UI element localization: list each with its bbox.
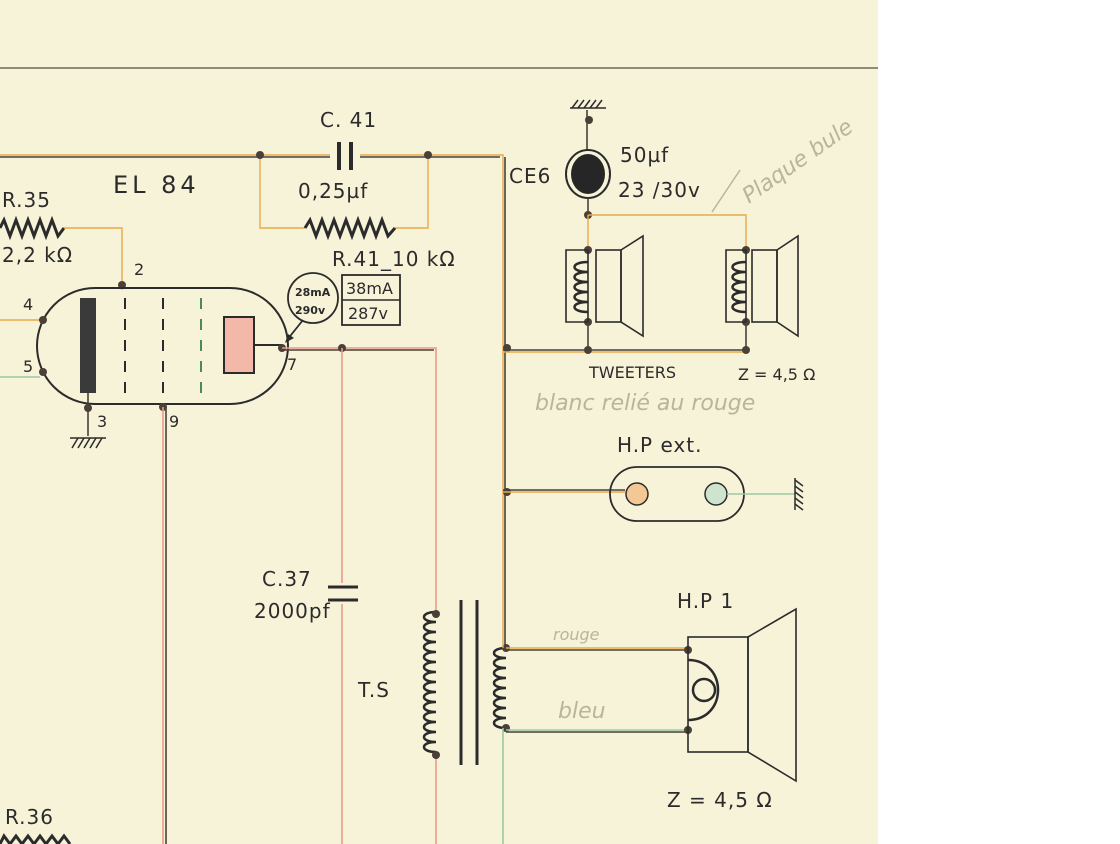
tube-pin-4: 4	[23, 295, 33, 314]
reading-b-voltage: 287v	[348, 304, 388, 323]
r36-name: R.36	[5, 805, 54, 829]
output-transformer	[422, 600, 510, 844]
tube-pin-3: 3	[97, 412, 107, 431]
reading-a-circle	[287, 272, 339, 324]
top-bus-wire	[0, 154, 500, 158]
ce6-capacitance: 50µf	[620, 143, 669, 167]
schematic-sheet: EL 84 R.35 2,2 kΩ C. 41 0,25µf R.41_10 k…	[0, 0, 878, 844]
tube-pin-5: 5	[23, 357, 33, 376]
tweeters-impedance: Z = 4,5 Ω	[738, 365, 815, 384]
ce6-voltage: 23 /30v	[618, 178, 701, 202]
ground-symbol-pin3	[70, 437, 106, 449]
reading-a-voltage: 290v	[295, 304, 326, 317]
tube-name: EL 84	[113, 171, 200, 199]
ce6-name: CE6	[509, 164, 551, 188]
tube-cathode	[80, 298, 96, 393]
c37-capacitor	[328, 585, 358, 602]
c41-name: C. 41	[320, 108, 377, 132]
tweeter-left	[565, 234, 644, 338]
tweeter-right	[725, 234, 799, 338]
circuit-diagram: EL 84 R.35 2,2 kΩ C. 41 0,25µf R.41_10 k…	[0, 67, 878, 844]
tube-pin-7: 7	[287, 355, 297, 374]
c41-value: 0,25µf	[298, 179, 368, 203]
tube-pin-9: 9	[169, 412, 179, 431]
hp1-impedance: Z = 4,5 Ω	[667, 788, 773, 812]
hp-ext-jack	[503, 466, 804, 522]
r35-resistor	[0, 215, 66, 241]
c37-value: 2000pf	[254, 599, 331, 623]
hp-ext-label: H.P ext.	[617, 433, 702, 457]
c37-name: C.37	[262, 567, 312, 591]
r36-resistor	[0, 833, 72, 844]
ce6-capacitor	[565, 99, 611, 219]
c41-r41-network	[256, 151, 432, 229]
handwritten-note-wire-bottom: bleu	[558, 699, 606, 724]
tweeters-label: TWEETERS	[588, 363, 676, 382]
el84-tube	[36, 287, 289, 405]
hp1-speaker	[506, 607, 797, 783]
c41-capacitor	[330, 142, 360, 170]
handwritten-note-middle: blanc relié au rouge	[535, 391, 755, 416]
r41-name: R.41_10 kΩ	[332, 247, 456, 271]
reading-b-current: 38mA	[346, 279, 393, 298]
r35-name: R.35	[2, 188, 51, 212]
reading-a-current: 28mA	[295, 286, 331, 299]
handwritten-note-top-right: Plaque bule	[738, 115, 858, 209]
handwritten-note-wire-top: rouge	[553, 625, 600, 644]
ts-name: T.S	[357, 678, 390, 702]
tube-anode	[223, 316, 255, 374]
tube-pin-2: 2	[134, 260, 144, 279]
r35-value: 2,2 kΩ	[2, 243, 73, 267]
r41-resistor	[303, 215, 397, 241]
hp1-label: H.P 1	[677, 589, 734, 613]
